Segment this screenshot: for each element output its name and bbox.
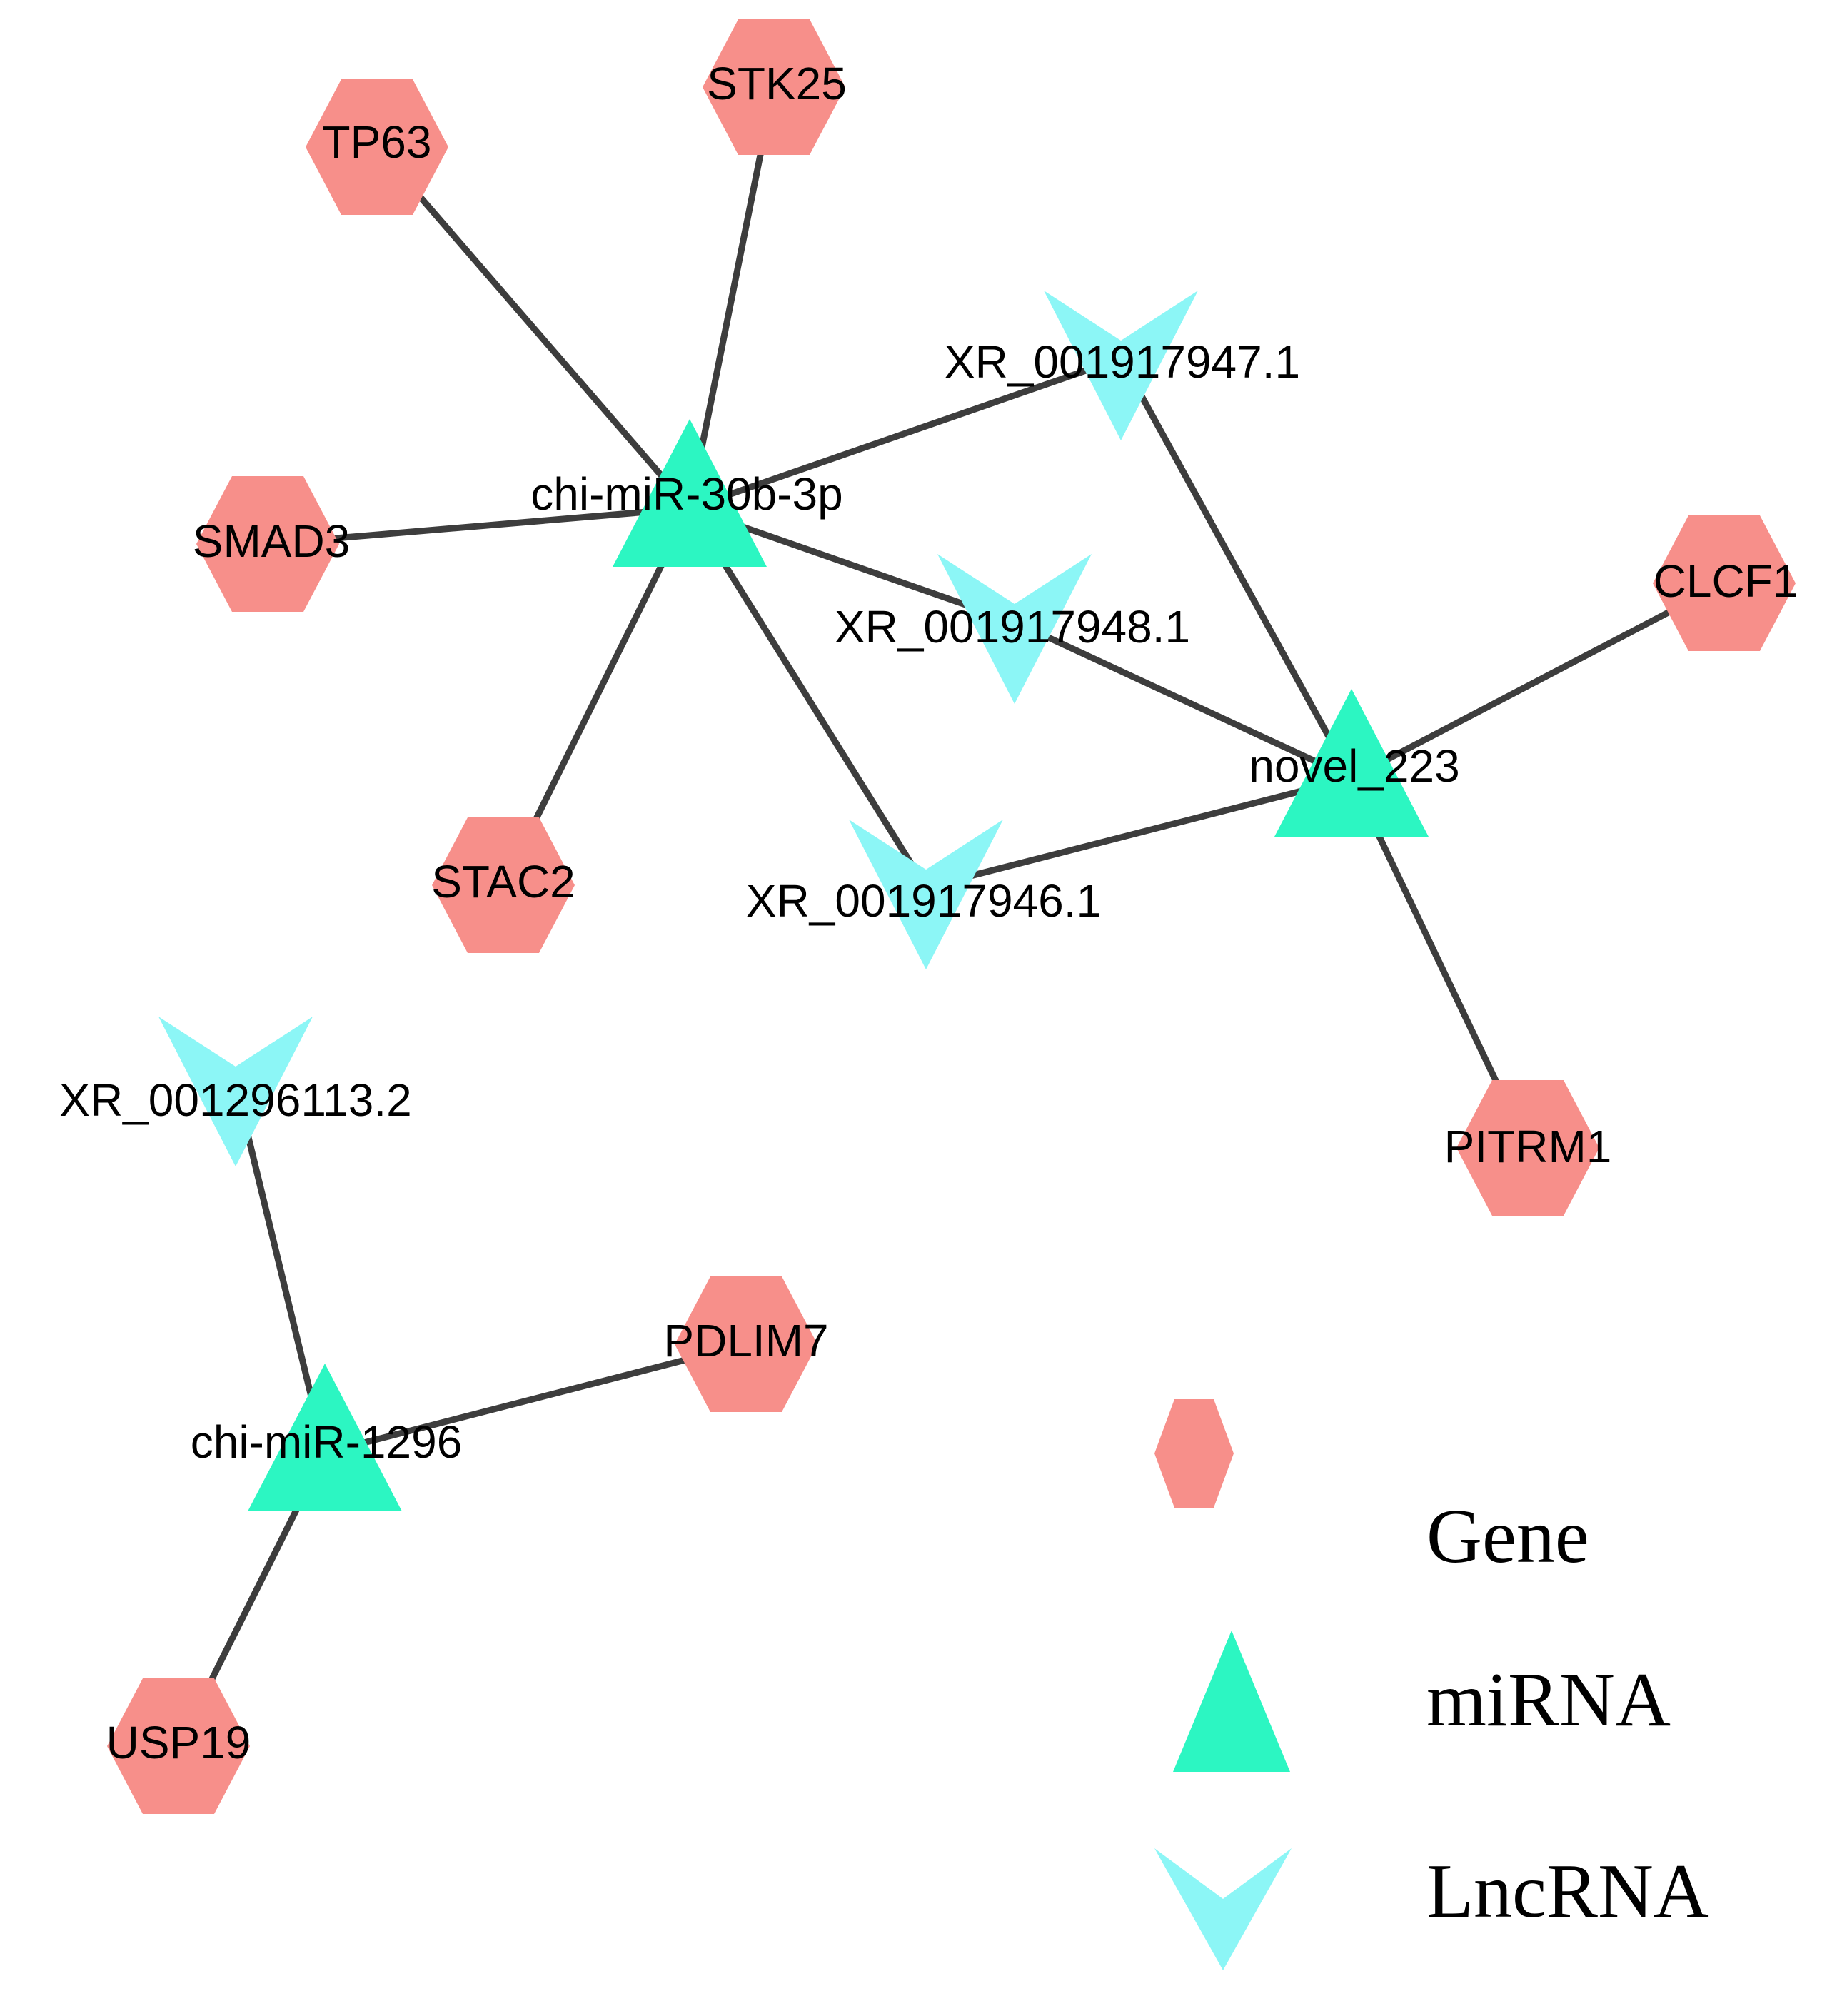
edge-novel223-xr947 (1117, 355, 1355, 782)
edge-mir30b-xr946 (686, 505, 930, 891)
node-stk25-gene-hexagon[interactable] (703, 19, 845, 155)
node-xr948-lncrna-chevron[interactable] (937, 554, 1092, 704)
edge-mir30b-smad3 (264, 505, 693, 548)
edge-novel223-xr948 (1011, 618, 1355, 782)
node-label-stk25: STK25 (707, 58, 847, 109)
edge-mir1296-xr113 (232, 1081, 328, 1456)
node-tp63-gene-hexagon[interactable] (306, 79, 448, 215)
node-label-pitrm1: PITRM1 (1444, 1121, 1612, 1172)
node-pdlim7-gene-hexagon[interactable] (675, 1276, 817, 1412)
node-clcf1-gene-hexagon[interactable] (1653, 515, 1796, 651)
node-usp19-gene-hexagon[interactable] (107, 1678, 250, 1814)
node-xr946-lncrna-chevron[interactable] (849, 820, 1003, 969)
legend-lncrna-chevron-icon (1154, 1848, 1292, 1970)
node-label-mir1296: chi-miR-1296 (191, 1416, 463, 1468)
node-mir30b-mirna-triangle[interactable] (613, 419, 767, 567)
legend-mirna-triangle-icon (1173, 1631, 1290, 1772)
node-label-mir30b: chi-miR-30b-3p (530, 468, 842, 520)
node-label-smad3: SMAD3 (193, 515, 351, 567)
node-novel223-mirna-triangle[interactable] (1274, 689, 1429, 837)
node-label-stac2: STAC2 (431, 856, 575, 907)
node-stac2-gene-hexagon[interactable] (432, 817, 575, 953)
edge-novel223-clcf1 (1348, 580, 1728, 782)
legend-gene-label: Gene (1426, 1494, 1589, 1579)
legend-mirna-label: miRNA (1426, 1658, 1671, 1743)
node-label-clcf1: CLCF1 (1654, 555, 1798, 607)
node-label-novel223: novel_223 (1249, 740, 1459, 792)
legend-gene-hexagon-icon (1154, 1399, 1234, 1508)
node-mir1296-mirna-triangle[interactable] (248, 1364, 402, 1511)
node-label-tp63: TP63 (323, 116, 432, 168)
node-smad3-gene-hexagon[interactable] (196, 476, 339, 612)
node-label-xr946: XR_001917946.1 (746, 875, 1102, 927)
edge-novel223-xr946 (922, 775, 1355, 891)
nodes-layer (107, 19, 1796, 1814)
node-label-xr947: XR_001917947.1 (945, 336, 1300, 388)
node-label-xr948: XR_001917948.1 (835, 601, 1190, 652)
node-pitrm1-gene-hexagon[interactable] (1456, 1080, 1599, 1216)
legend-lncrna-label: LncRNA (1426, 1849, 1709, 1934)
edge-mir30b-xr947 (686, 355, 1124, 512)
edge-mir1296-pdlim7 (321, 1341, 750, 1456)
node-label-xr113: XR_001296113.2 (59, 1074, 411, 1126)
node-label-pdlim7: PDLIM7 (663, 1315, 828, 1366)
node-xr947-lncrna-chevron[interactable] (1044, 291, 1198, 440)
edge-mir30b-tp63 (373, 143, 693, 512)
node-label-usp19: USP19 (106, 1717, 251, 1768)
node-xr113-lncrna-chevron[interactable] (158, 1017, 313, 1166)
legend: Gene miRNA LncRNA (1154, 1399, 1709, 1970)
edge-mir30b-stk25 (686, 84, 777, 512)
